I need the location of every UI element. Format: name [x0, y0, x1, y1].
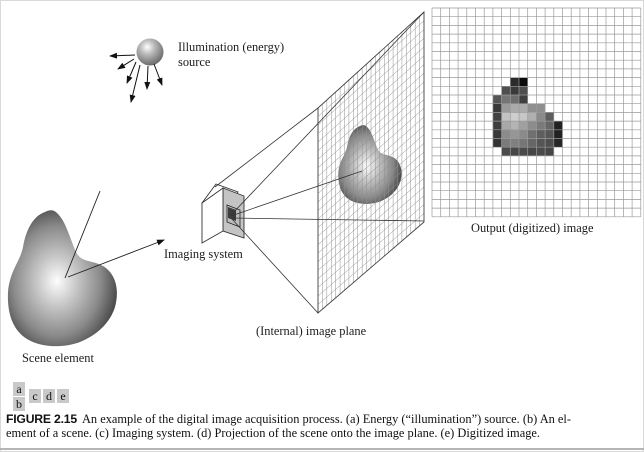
illumination-label: Illumination (energy) source: [178, 40, 284, 69]
scene-element-blob: [7, 210, 117, 347]
scene-reflection-rays: [64, 190, 165, 279]
image-plane: [317, 10, 425, 314]
imaging-system-label: Imaging system: [164, 247, 243, 261]
panel-key-c: c: [29, 389, 41, 403]
plane-outline: [317, 10, 425, 314]
illumination-arrows: [109, 52, 163, 103]
illumination-source-sphere: [136, 38, 164, 66]
panel-key-b: b: [13, 397, 25, 411]
output-grid-lines: [431, 7, 642, 218]
illumination-label-line2: source: [178, 54, 211, 69]
panel-key-e: e: [57, 389, 69, 403]
acquisition-diagram: [7, 7, 642, 347]
panel-key-a: a: [13, 382, 25, 396]
illumination-label-line1: Illumination (energy): [178, 40, 285, 54]
output-image-label: Output (digitized) image: [471, 221, 594, 235]
panel-key-d: d: [43, 389, 55, 403]
output-image: [431, 7, 642, 218]
figure-caption: FIGURE 2.15 An example of the digital ima…: [6, 412, 642, 440]
image-plane-label: (Internal) image plane: [256, 324, 367, 338]
bottom-rule: [0, 448, 644, 450]
projection-rays: [214, 11, 425, 314]
scene-element-label: Scene element: [22, 351, 94, 365]
figure-caption-label: FIGURE 2.15: [6, 412, 77, 426]
figure-caption-line1: An example of the digital image acquisit…: [81, 412, 572, 426]
box-front-face: [201, 187, 224, 244]
figure-caption-line2: ement of a scene. (c) Imaging system. (d…: [6, 426, 540, 440]
digitized-pixels: [492, 77, 563, 156]
imaging-system-box: [201, 183, 245, 244]
